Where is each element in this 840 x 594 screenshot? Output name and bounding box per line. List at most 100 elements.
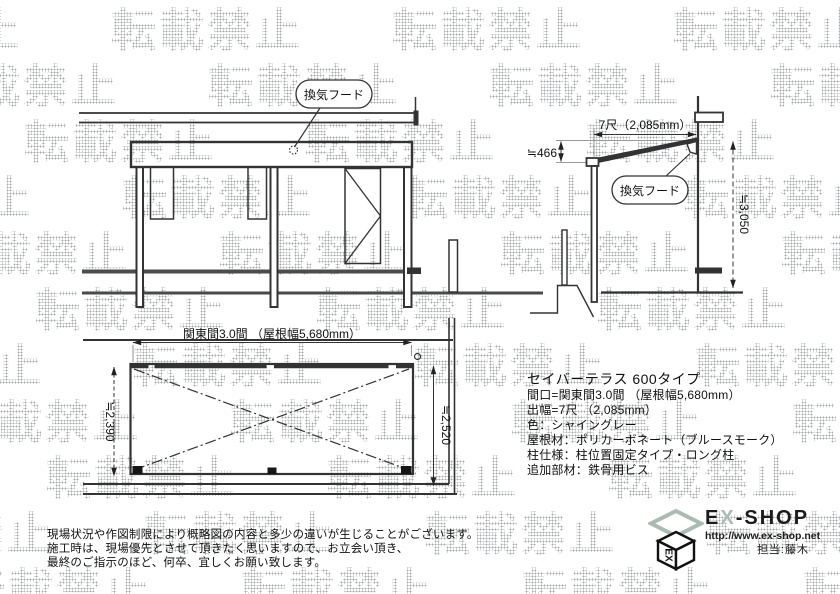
vent-hood-section xyxy=(686,140,698,155)
hanging-panel xyxy=(149,166,175,220)
plan-view-drawing: 関東間3.0間 （屋根幅5,680mm） ≒2,390 ≒2,520 xyxy=(83,318,457,495)
note-line: 施工時は、現場優先とさせて頂きたく思いますので、お立会い頂き、 xyxy=(47,543,409,555)
dimension-depth-right: ≒2,520 xyxy=(430,365,453,486)
watermark-text: 転載禁止 xyxy=(0,0,22,59)
window-opening-symbol xyxy=(344,167,382,265)
post-plan xyxy=(132,466,143,474)
watermark-text: 転載禁止 xyxy=(770,50,840,115)
terrace-post xyxy=(403,166,413,308)
eaves-section xyxy=(694,111,724,123)
watermark-text: 転載禁止 xyxy=(0,330,44,395)
watermark-text: 転載禁止 xyxy=(46,442,238,507)
watermark-text: 転載禁止 xyxy=(392,0,584,59)
watermark-text: 転載禁止 xyxy=(489,50,681,115)
post-plan xyxy=(267,467,277,474)
terrace-post-side xyxy=(590,165,598,303)
cube-face-label: EX xyxy=(663,548,674,562)
watermark-text: 転載禁止 xyxy=(111,0,303,59)
watermark-text: 転載禁止 xyxy=(144,498,336,563)
vent-hood-callout-side-label: 換気フード xyxy=(620,183,680,198)
dimension-depth: 7尺（2,085mm） xyxy=(593,118,697,158)
note-line: 現場状況や作図制限により概略図の内容と多少の違いが生じることがございます。 xyxy=(47,529,479,541)
dimension-rise: ≒466 xyxy=(527,141,564,162)
terrace-post xyxy=(269,166,279,308)
corner-mark xyxy=(413,352,422,361)
watermark-text: 転載禁止 xyxy=(414,330,606,395)
roof-diagonal xyxy=(133,368,410,471)
callout-leader-line xyxy=(664,153,691,178)
brand-url: http://www.ex-shop.net xyxy=(705,530,821,542)
fence-post xyxy=(448,239,459,293)
callout-bubble xyxy=(295,79,373,109)
callout-bubble xyxy=(611,175,689,205)
dimension-rise-label: ≒466 xyxy=(527,146,557,160)
dimension-depth-label: 7尺（2,085mm） xyxy=(599,118,692,132)
watermark-text: 転載禁止 xyxy=(0,162,33,227)
watermark-text: 転載禁止 xyxy=(706,498,840,563)
sloped-roof-panel xyxy=(591,137,697,165)
dimension-height-label: ≒3,050 xyxy=(737,194,751,234)
dimension-depth-left: ≒2,390 xyxy=(103,366,117,477)
vent-hood-callout-side: 換気フード xyxy=(611,153,691,205)
fence-post-side xyxy=(561,229,568,286)
side-view-drawing: 7尺（2,085mm） ≒466 ≒3,050 換気フード xyxy=(527,96,751,318)
spec-line: 出幅=7尺 （2,085mm） xyxy=(527,403,658,417)
front-gutter xyxy=(585,157,600,167)
brand-letters: -SHOP xyxy=(735,507,810,529)
balcony-floor-line xyxy=(82,269,409,274)
spec-line: 屋根材：ポリカーボネート（ブルースモーク） xyxy=(527,433,783,447)
floor-edge-ledge xyxy=(407,267,421,274)
brand-name: EX-SHOP xyxy=(705,506,823,530)
dimension-width-label: 関東間3.0間 （屋根幅5,680mm） xyxy=(183,326,361,341)
watermark-text: 転載禁止 xyxy=(122,162,314,227)
watermark-text: 転載禁止 xyxy=(0,50,119,115)
front-elevation-drawing: 換気フード xyxy=(79,79,543,308)
watermark-text: 転載禁止 xyxy=(792,386,840,451)
spec-line: 柱仕様：柱位置固定タイプ・ロング柱 xyxy=(527,448,735,462)
watermark-text: 転載禁止 xyxy=(241,554,433,594)
note-line: 最終のご指示のほど、何卒、宜しくお願い致します。 xyxy=(47,557,327,569)
spec-line: 追加部材：鉄骨用ビス xyxy=(527,463,650,477)
watermark-text: 転載禁止 xyxy=(673,0,840,59)
callout-leader-line xyxy=(293,107,321,148)
vent-hood-callout-label: 換気フード xyxy=(304,87,364,102)
staff-name: 担当:藤木 xyxy=(756,544,809,556)
watermark-text: 転載禁止 xyxy=(803,554,840,594)
vent-hood-mark xyxy=(288,145,299,155)
watermark-text: 転載禁止 xyxy=(0,498,55,563)
roof-front-beam xyxy=(129,140,414,169)
hanging-panel xyxy=(247,166,268,220)
vent-hood-callout: 換気フード xyxy=(293,79,373,148)
eaves-end-cap xyxy=(413,110,419,126)
watermark-text: 転載禁止 xyxy=(684,162,840,227)
watermark-text: 転載禁止 xyxy=(230,386,422,451)
brand-letter-accent: X xyxy=(720,507,736,529)
product-spec-block: セイバーテラス 600タイプ 間口=関東間3.0間 （屋根幅5,680mm） 出… xyxy=(527,371,783,478)
ex-shop-cube-icon: EX xyxy=(648,508,704,571)
dimension-depth-left-label: ≒2,390 xyxy=(103,401,117,441)
product-title: セイバーテラス 600タイプ xyxy=(527,371,701,387)
ground-step-profile xyxy=(530,284,595,318)
spec-line: 色：シャイングレー xyxy=(527,418,637,432)
shop-brand-block: EX EX-SHOP http://www.ex-shop.net 担当:藤木 xyxy=(648,506,823,571)
floor-ledge-section xyxy=(695,267,722,274)
watermark-text: 転載禁止 xyxy=(0,554,152,594)
brand-letter: E xyxy=(705,507,721,529)
dimension-height: ≒3,050 xyxy=(730,141,751,289)
watermark-text: 転載禁止 xyxy=(403,162,595,227)
watermark-text: 転載禁止 xyxy=(608,442,800,507)
terrace-post xyxy=(135,166,144,308)
site-notes-block: 現場状況や作図制限により概略図の内容と多少の違いが生じることがございます。 施工… xyxy=(47,528,479,570)
watermark-text: 転載禁止 xyxy=(327,442,519,507)
roof-outline-plan xyxy=(129,362,415,476)
spec-line: 間口=関東間3.0間 （屋根幅5,680mm） xyxy=(527,388,741,402)
watermark-text: 転載禁止 xyxy=(425,498,617,563)
post-plan xyxy=(401,466,412,474)
watermark-text: 転載禁止 xyxy=(522,554,714,594)
dimension-width: 関東間3.0間 （屋根幅5,680mm） xyxy=(132,326,412,362)
watermark-text: 転載禁止 xyxy=(781,218,840,283)
roof-diagonal xyxy=(133,368,410,471)
